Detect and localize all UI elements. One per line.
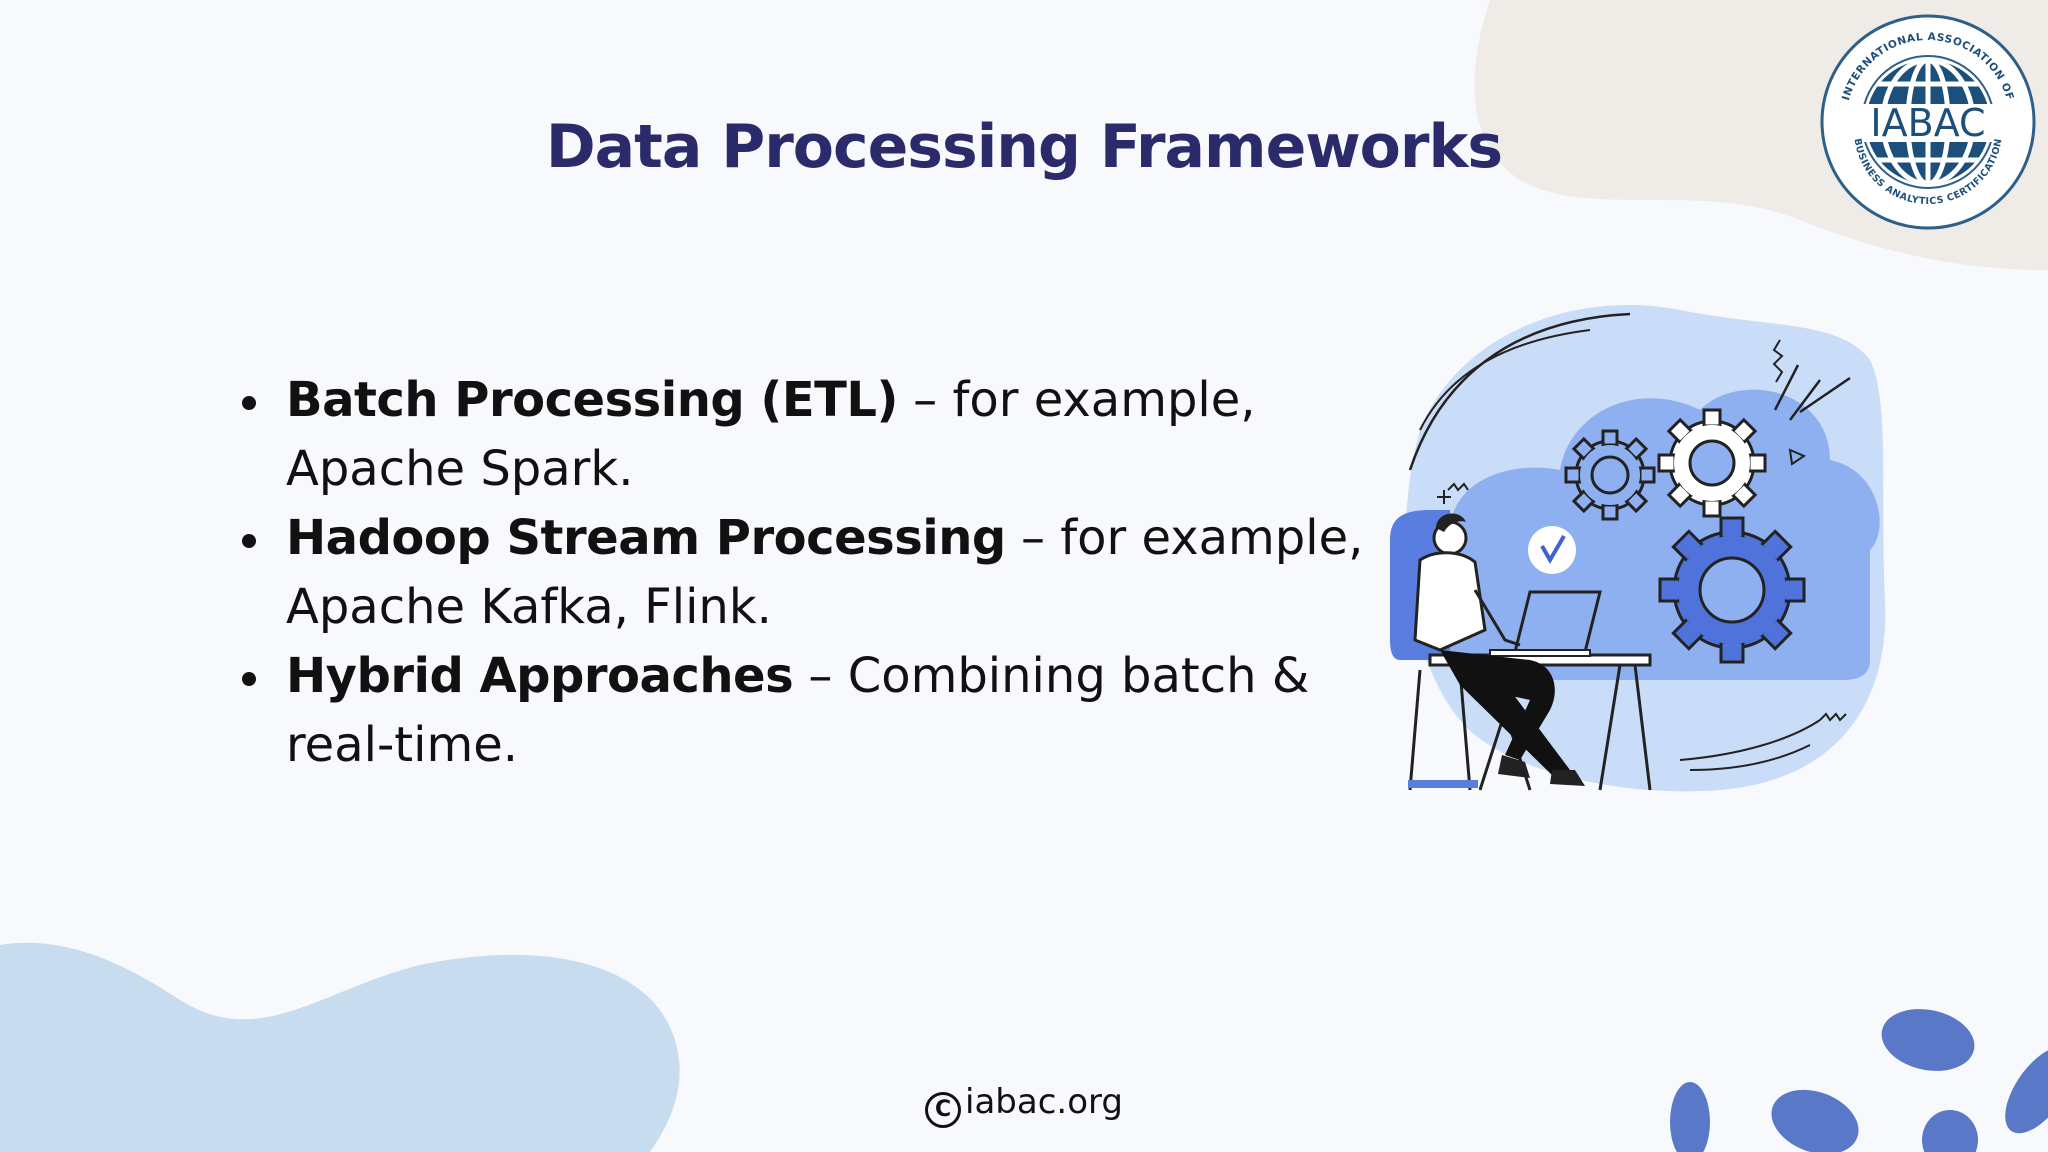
iabac-logo: IABAC INTERNATIONAL ASSOCIATION OF BUSIN… [1820, 14, 2036, 230]
page-title: Data Processing Frameworks [545, 112, 1503, 182]
bullet-item: Hybrid Approaches – Combining batch & re… [238, 642, 1368, 780]
bullet-term: Hybrid Approaches [286, 648, 794, 704]
bullet-item: Batch Processing (ETL) – for example, Ap… [238, 366, 1368, 504]
dot-shape-4 [1922, 1110, 1978, 1152]
dot-shape-3 [1771, 1089, 1859, 1152]
dot-shape-5 [2005, 1046, 2048, 1134]
bullet-item: Hadoop Stream Processing – for example, … [238, 504, 1368, 642]
gear-icon [1658, 516, 1806, 664]
bottom-left-blue-blob [0, 942, 680, 1152]
gear-icon [1657, 408, 1767, 518]
footer-text: iabac.org [965, 1082, 1123, 1122]
bullet-dot [242, 396, 256, 410]
dot-shape-2 [1670, 1082, 1710, 1152]
gear-icon [1564, 429, 1656, 521]
person-laptop-gears-illustration [1390, 305, 1886, 792]
dot-shape-1 [1881, 1009, 1975, 1071]
bullet-dot [242, 534, 256, 548]
bullet-text: – for example, Apache Spark. [286, 372, 1256, 497]
bullet-dot [242, 672, 256, 686]
bullet-text: – Combining batch & real-time. [286, 648, 1310, 773]
logo-text: IABAC [1870, 101, 1985, 145]
bullet-term: Batch Processing (ETL) [286, 372, 898, 428]
copyright-icon: C [925, 1092, 962, 1128]
bullet-list: Batch Processing (ETL) – for example, Ap… [238, 366, 1368, 780]
laptop-icon [1489, 590, 1602, 657]
bullet-term: Hadoop Stream Processing [286, 510, 1006, 566]
checkmark-icon [1528, 526, 1576, 574]
bullet-text: – for example, Apache Kafka, Flink. [286, 510, 1364, 635]
